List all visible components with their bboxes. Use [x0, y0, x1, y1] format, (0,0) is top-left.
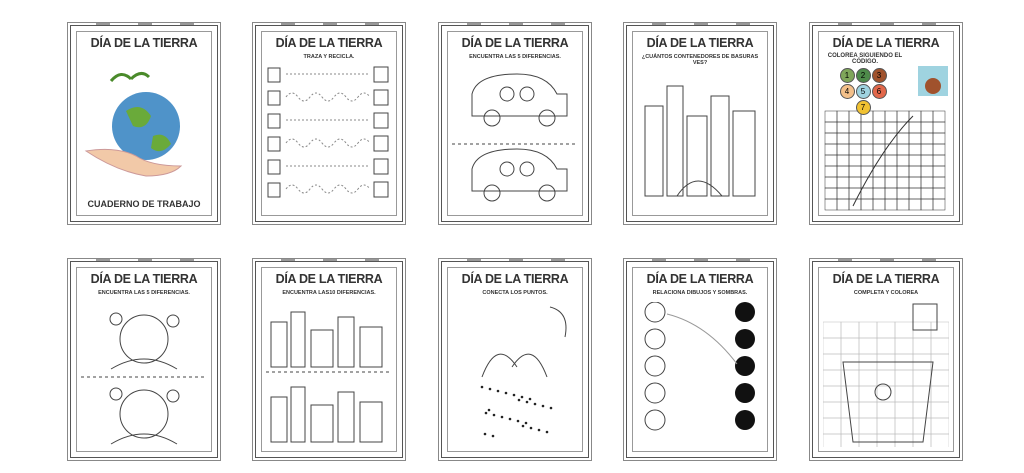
page-title: DÍA DE LA TIERRA — [832, 272, 940, 286]
border-ornament — [138, 23, 152, 25]
border-ornament — [365, 23, 379, 25]
page-title: DÍA DE LA TIERRA — [275, 36, 383, 50]
page-instruction: COMPLETA Y COLOREA — [853, 290, 919, 296]
page-border — [632, 31, 768, 216]
color-code-circle: 5 — [855, 84, 871, 99]
page-title: DÍA DE LA TIERRA — [90, 272, 198, 286]
border-ornament — [922, 23, 936, 25]
page-border — [261, 267, 397, 452]
page-instruction: ¿CUÁNTOS CONTENEDORES DE BASURAS VES? — [641, 54, 759, 66]
grid-bin-illustration — [823, 303, 949, 447]
worksheet-page[interactable]: DÍA DE LA TIERRA RELACIONA DIBUJOS Y SOM… — [626, 259, 774, 458]
border-ornament — [736, 259, 750, 261]
border-ornament — [281, 259, 295, 261]
shadows-illustration — [644, 302, 755, 431]
border-ornament — [180, 23, 194, 25]
page-border — [261, 31, 397, 216]
page-instruction: COLOREA SIGUIENDO EL CÓDIGO. — [827, 53, 903, 65]
color-by-number-illustration — [824, 66, 948, 211]
two-earths-illustration — [81, 312, 207, 445]
border-ornament — [922, 259, 936, 261]
border-ornament — [694, 23, 708, 25]
border-ornament — [509, 259, 523, 261]
border-ornament — [509, 23, 523, 25]
two-cars-illustration — [452, 73, 578, 202]
page-border — [447, 31, 583, 216]
border-ornament — [736, 23, 750, 25]
border-ornament — [694, 259, 708, 261]
border-ornament — [652, 23, 666, 25]
worksheet-page[interactable]: DÍA DE LA TIERRA ¿CUÁNTOS CONTENEDORES D… — [626, 23, 774, 222]
page-title: DÍA DE LA TIERRA — [461, 272, 569, 286]
page-border — [76, 31, 212, 216]
border-ornament — [281, 23, 295, 25]
two-cities-illustration — [266, 311, 392, 443]
worksheet-page[interactable]: DÍA DE LA TIERRA ENCUENTRA LAS10 DIFEREN… — [255, 259, 403, 458]
page-title: DÍA DE LA TIERRA — [90, 36, 198, 50]
dot-to-dot-illustration — [480, 306, 567, 438]
color-code-circle: 3 — [871, 68, 887, 83]
border-ornament — [323, 259, 337, 261]
border-ornament — [880, 23, 894, 25]
page-title: DÍA DE LA TIERRA — [646, 272, 754, 286]
border-ornament — [551, 23, 565, 25]
worksheet-page[interactable]: DÍA DE LA TIERRA COMPLETA Y COLOREA — [812, 259, 960, 458]
border-ornament — [323, 23, 337, 25]
worksheet-page[interactable]: DÍA DE LA TIERRA ENCUENTRA LAS 5 DIFEREN… — [441, 23, 589, 222]
page-title: DÍA DE LA TIERRA — [646, 36, 754, 50]
worksheet-page[interactable]: DÍA DE LA TIERRA COLOREA SIGUIENDO EL CÓ… — [812, 23, 960, 222]
page-border — [818, 267, 954, 452]
page-instruction: TRAZA Y RECICLA. — [303, 54, 355, 60]
border-ornament — [467, 259, 481, 261]
border-ornament — [138, 259, 152, 261]
page-title: DÍA DE LA TIERRA — [275, 272, 383, 286]
border-ornament — [551, 259, 565, 261]
worksheet-page[interactable]: DÍA DE LA TIERRA ENCUENTRA LAS 5 DIFEREN… — [70, 259, 218, 458]
worksheet-page[interactable]: DÍA DE LA TIERRA CUADERNO DE TRABAJO — [70, 23, 218, 222]
page-instruction: ENCUENTRA LAS10 DIFERENCIAS. — [282, 290, 376, 296]
page-title: DÍA DE LA TIERRA — [461, 36, 569, 50]
page-border — [632, 267, 768, 452]
tracing-lines-illustration — [267, 66, 389, 198]
page-instruction: ENCUENTRA LAS 5 DIFERENCIAS. — [98, 290, 190, 296]
border-ornament — [365, 259, 379, 261]
color-code-circle: 2 — [855, 68, 871, 83]
page-instruction: ENCUENTRA LAS 5 DIFERENCIAS. — [469, 54, 561, 60]
page-instruction: CONECTA LOS PUNTOS. — [482, 290, 548, 296]
page-border — [818, 31, 954, 216]
color-code-circle: 4 — [839, 84, 855, 99]
border-ornament — [180, 259, 194, 261]
border-ornament — [838, 259, 852, 261]
border-ornament — [96, 23, 110, 25]
color-code-circle: 6 — [871, 84, 887, 99]
page-border — [447, 267, 583, 452]
border-ornament — [880, 259, 894, 261]
page-border — [76, 267, 212, 452]
globe-in-hands-illustration — [84, 72, 183, 177]
border-ornament — [838, 23, 852, 25]
city-illustration — [644, 85, 756, 197]
page-footer: CUADERNO DE TRABAJO — [87, 199, 201, 209]
color-code-circle: 1 — [839, 68, 855, 83]
worksheet-page[interactable]: DÍA DE LA TIERRA CONECTA LOS PUNTOS. — [441, 259, 589, 458]
border-ornament — [467, 23, 481, 25]
color-code-circle: 7 — [855, 100, 871, 115]
border-ornament — [652, 259, 666, 261]
page-title: DÍA DE LA TIERRA — [832, 36, 940, 50]
page-instruction: RELACIONA DIBUJOS Y SOMBRAS. — [652, 290, 748, 296]
border-ornament — [96, 259, 110, 261]
worksheet-page[interactable]: DÍA DE LA TIERRA TRAZA Y RECICLA. — [255, 23, 403, 222]
